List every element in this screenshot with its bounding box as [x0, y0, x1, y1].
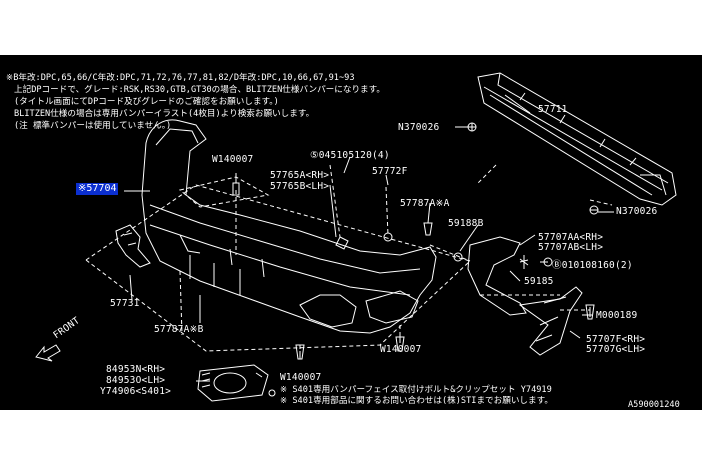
part-label-57704[interactable]: ※57704	[76, 183, 119, 195]
diagram-id: A590001240	[628, 400, 680, 410]
part-label-57711[interactable]: 57711	[538, 104, 568, 115]
leader-lines	[124, 94, 614, 382]
part-label-57765b[interactable]: 57765B<LH>	[270, 181, 330, 192]
part-label-010108160[interactable]: Ⓑ010108160(2)	[552, 260, 633, 271]
front-arrow-drawing	[35, 344, 61, 362]
part-label-045105120[interactable]: ⑤045105120(4)	[310, 150, 390, 161]
part-label-59185[interactable]: 59185	[524, 276, 554, 287]
diagram-lines	[35, 72, 677, 402]
note-line-1: ※B年改:DPC,65,66/C年改:DPC,71,72,76,77,81,82…	[6, 73, 355, 83]
clip-n370026-drawing	[467, 122, 599, 215]
part-label-n370026-upper[interactable]: N370026	[398, 122, 440, 133]
footnote-2: ※ S401専用部品に関するお問い合わせは(株)STIまでお願いします。	[280, 396, 553, 406]
part-label-57707aa[interactable]: 57707AA<RH>	[538, 232, 604, 243]
part-label-57707f[interactable]: 57707F<RH>	[586, 334, 646, 345]
fasteners-drawing	[232, 182, 595, 397]
part-label-57772f[interactable]: 57772F	[372, 166, 408, 177]
part-label-57731[interactable]: 57731	[110, 298, 140, 309]
bumper-face-drawing	[141, 119, 437, 334]
part-label-n370026-lower[interactable]: N370026	[616, 206, 658, 217]
fog-lamp-cover-drawing	[197, 364, 269, 402]
part-label-84953n[interactable]: 84953N<RH>	[106, 364, 166, 375]
corner-bracket-drawing	[115, 224, 151, 268]
footnote-1: ※ S401専用バンパーフェイス取付けボルト&クリップセット Y74919	[280, 385, 552, 395]
note-line-4: BLITZEN仕様の場合は専用バンパーイラスト(4枚目)より検索お願いします。	[14, 109, 315, 119]
note-line-3: (タイトル画面にてDPコード及びグレードのご確認をお願いします。)	[14, 97, 279, 107]
part-label-57707g[interactable]: 57707G<LH>	[586, 344, 646, 355]
part-label-84953o[interactable]: 84953O<LH>	[106, 375, 166, 386]
exploded-view-lines	[85, 164, 613, 355]
note-line-2: 上記DPコードで、グレード:RSK,RS30,GTB,GT30の場合、BLITZ…	[14, 85, 385, 95]
part-label-w140007-middle[interactable]: W140007	[380, 344, 422, 355]
part-label-57765a[interactable]: 57765A<RH>	[270, 170, 330, 181]
part-label-57787a-b[interactable]: 57787A※B	[154, 324, 204, 335]
part-label-w140007-upper[interactable]: W140007	[212, 154, 254, 165]
note-line-5: (注 標準バンパーは使用していません。)	[14, 121, 172, 131]
reinforcement-beam-drawing	[477, 72, 677, 206]
part-label-m000189[interactable]: M000189	[596, 310, 638, 321]
part-label-y74906[interactable]: Y74906<S401>	[100, 386, 172, 397]
parts-diagram: ※B年改:DPC,65,66/C年改:DPC,71,72,76,77,81,82…	[0, 55, 702, 410]
part-label-59188b[interactable]: 59188B	[448, 218, 484, 229]
part-label-57707ab[interactable]: 57707AB<LH>	[538, 242, 604, 253]
part-label-w140007-lower[interactable]: W140007	[280, 372, 322, 383]
part-label-57787a-a[interactable]: 57787A※A	[400, 198, 450, 209]
side-bracket-drawing	[467, 236, 583, 356]
